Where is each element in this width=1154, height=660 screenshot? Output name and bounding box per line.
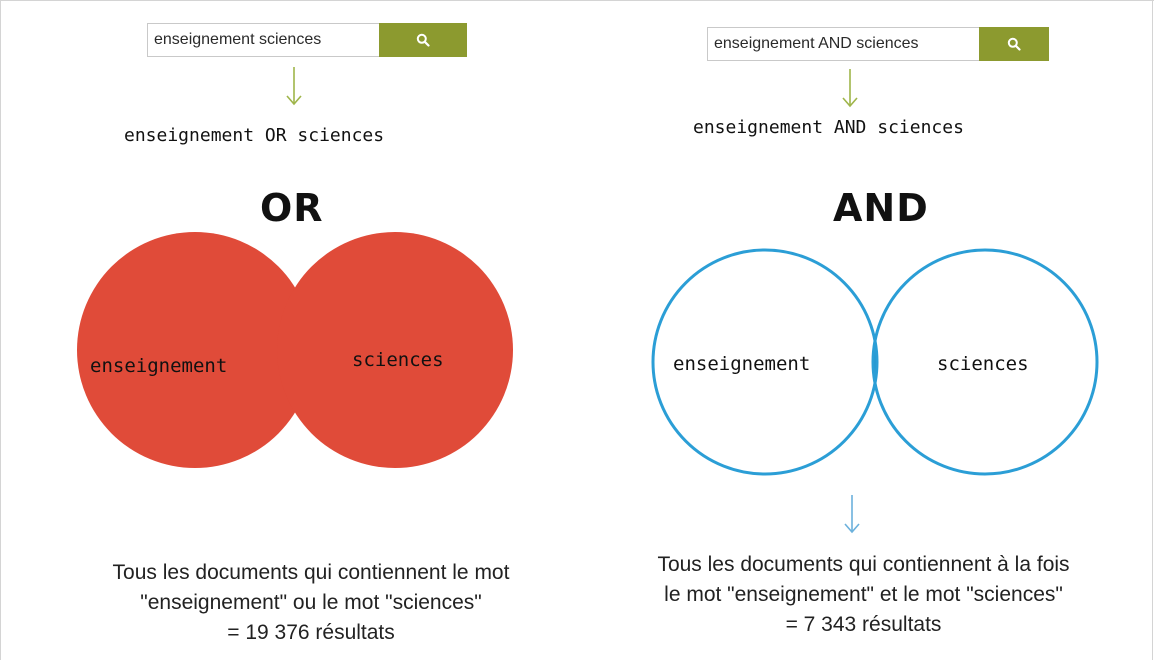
or-caption-line-1: Tous les documents qui contiennent le mo…: [112, 561, 510, 584]
or-caption-result: = 19 376 résultats: [227, 621, 395, 644]
frame-left-border: [0, 0, 1, 660]
or-down-arrow: [286, 67, 302, 106]
venn-label-enseignement: enseignement: [673, 353, 810, 375]
and-venn-diagram: enseignement sciences: [651, 248, 1099, 476]
venn-circle-enseignement: [77, 232, 313, 468]
venn-label-sciences: sciences: [937, 353, 1029, 375]
and-title: AND: [833, 186, 929, 230]
venn-label-sciences: sciences: [352, 349, 444, 371]
or-query-text: enseignement OR sciences: [124, 125, 385, 146]
and-panel: enseignement AND sciences AND enseigneme…: [577, 0, 1154, 660]
or-search-box: [147, 23, 467, 57]
and-caption-line-2: le mot "enseignement" et le mot "science…: [664, 583, 1063, 606]
or-caption: Tous les documents qui contiennent le mo…: [0, 558, 622, 648]
venn-circle-sciences: [277, 232, 513, 468]
and-caption: Tous les documents qui contiennent à la …: [577, 550, 1150, 640]
or-panel: enseignement OR sciences OR enseignement…: [77, 23, 513, 644]
or-title: OR: [260, 186, 324, 230]
venn-circle-enseignement: [651, 248, 879, 476]
and-down-arrow: [842, 69, 858, 108]
and-search-box: [707, 27, 1049, 61]
and-search-input[interactable]: [707, 27, 979, 61]
frame-top-border: [0, 0, 1154, 1]
or-search-button[interactable]: [379, 23, 467, 57]
search-icon: [1007, 37, 1021, 51]
search-icon: [416, 33, 430, 47]
or-search-input[interactable]: [147, 23, 379, 57]
and-query-text: enseignement AND sciences: [693, 117, 964, 138]
and-caption-result: = 7 343 résultats: [785, 613, 942, 636]
and-caption-line-1: Tous les documents qui contiennent à la …: [657, 553, 1070, 576]
frame-right-border: [1152, 0, 1153, 660]
or-caption-line-2: "enseignement" ou le mot "sciences": [140, 591, 482, 614]
or-venn-diagram: enseignement sciences: [77, 232, 513, 468]
and-search-button[interactable]: [979, 27, 1049, 61]
and-result-arrow: [844, 495, 860, 534]
venn-circle-sciences: [871, 248, 1099, 476]
venn-label-enseignement: enseignement: [90, 355, 227, 377]
